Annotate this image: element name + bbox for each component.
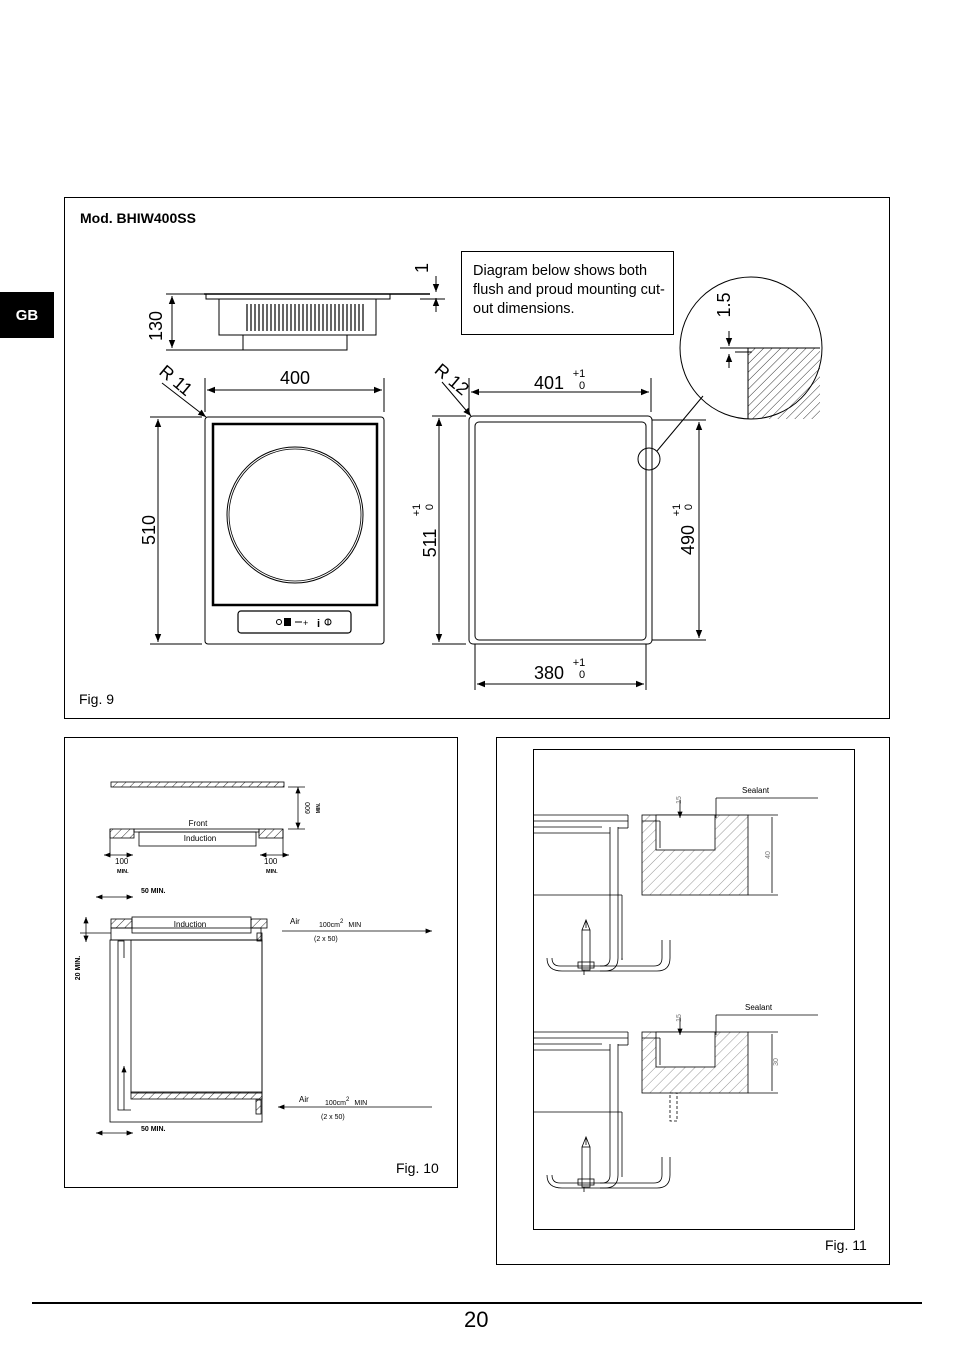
- gap-right-100: 100: [264, 857, 278, 866]
- gap-left-100: 100: [115, 857, 129, 866]
- hob-top-view: [150, 378, 385, 645]
- min-20: 20 MIN.: [75, 956, 82, 981]
- height-600: 600: [305, 802, 312, 814]
- height-600-min: MIN.: [316, 802, 322, 813]
- detail-circle: [679, 276, 823, 420]
- tol-490-zero: 0: [683, 504, 695, 510]
- fig10-frame: [64, 737, 458, 1188]
- tol-511-zero: 0: [424, 504, 436, 510]
- vent-bottom-split: (2 x 50): [321, 1114, 345, 1121]
- air-top: Air: [290, 917, 300, 926]
- dim-40: 40: [765, 851, 772, 859]
- tol-490-plus: +1: [671, 504, 683, 517]
- footer-rule: [32, 1302, 922, 1304]
- page-number: 20: [464, 1307, 489, 1332]
- svg-text:+: +: [303, 618, 308, 628]
- gap-left-min: MIN.: [117, 869, 129, 875]
- fig10-caption: Fig. 10: [396, 1160, 439, 1176]
- tol-380-plus: +1: [573, 657, 586, 669]
- fig9-caption: Fig. 9: [79, 691, 115, 707]
- dim-511: 511: [420, 529, 440, 558]
- sealant-lower: Sealant: [745, 1003, 773, 1012]
- label-induction-top: Induction: [184, 834, 216, 843]
- fig9-frame: [64, 197, 890, 719]
- gap-right-min: MIN.: [266, 869, 278, 875]
- label-front: Front: [189, 819, 208, 828]
- sealant-upper: Sealant: [742, 786, 770, 795]
- air-bottom: Air: [299, 1095, 309, 1104]
- language-tab: GB: [0, 292, 54, 338]
- dim-15-lower: 15: [676, 1014, 683, 1022]
- dim-400: 400: [280, 368, 310, 388]
- tol-511-plus: +1: [411, 504, 423, 517]
- cutout-view: [432, 378, 706, 690]
- label-induction-side: Induction: [174, 920, 206, 929]
- dim-490: 490: [678, 525, 698, 555]
- dim-510: 510: [139, 515, 159, 545]
- min-50-bottom: 50 MIN.: [141, 1126, 166, 1133]
- hob-side-view: [166, 276, 445, 351]
- detail-dim-1-5: 1.5: [714, 292, 734, 317]
- tol-401-plus: +1: [573, 368, 586, 380]
- fig11-frame: [496, 737, 890, 1265]
- svg-text:i: i: [317, 618, 320, 630]
- dim-380: 380: [534, 663, 564, 683]
- control-icons: + i: [276, 618, 332, 630]
- dim-130: 130: [146, 311, 166, 341]
- model-label: Mod. BHIW400SS: [80, 210, 196, 226]
- cutout-note: Diagram below shows both flush and proud…: [461, 251, 674, 335]
- min-50-top: 50 MIN.: [141, 888, 166, 895]
- tol-380-zero: 0: [579, 669, 585, 681]
- fig11-inner-frame: [533, 749, 855, 1230]
- dim-30: 30: [773, 1058, 780, 1066]
- tol-401-zero: 0: [579, 380, 585, 392]
- fig11-caption: Fig. 11: [825, 1237, 867, 1253]
- vent-top-split: (2 x 50): [314, 936, 338, 943]
- dim-15-upper: 15: [676, 796, 683, 804]
- dim-401: 401: [534, 373, 564, 393]
- dim-1: 1: [412, 263, 432, 273]
